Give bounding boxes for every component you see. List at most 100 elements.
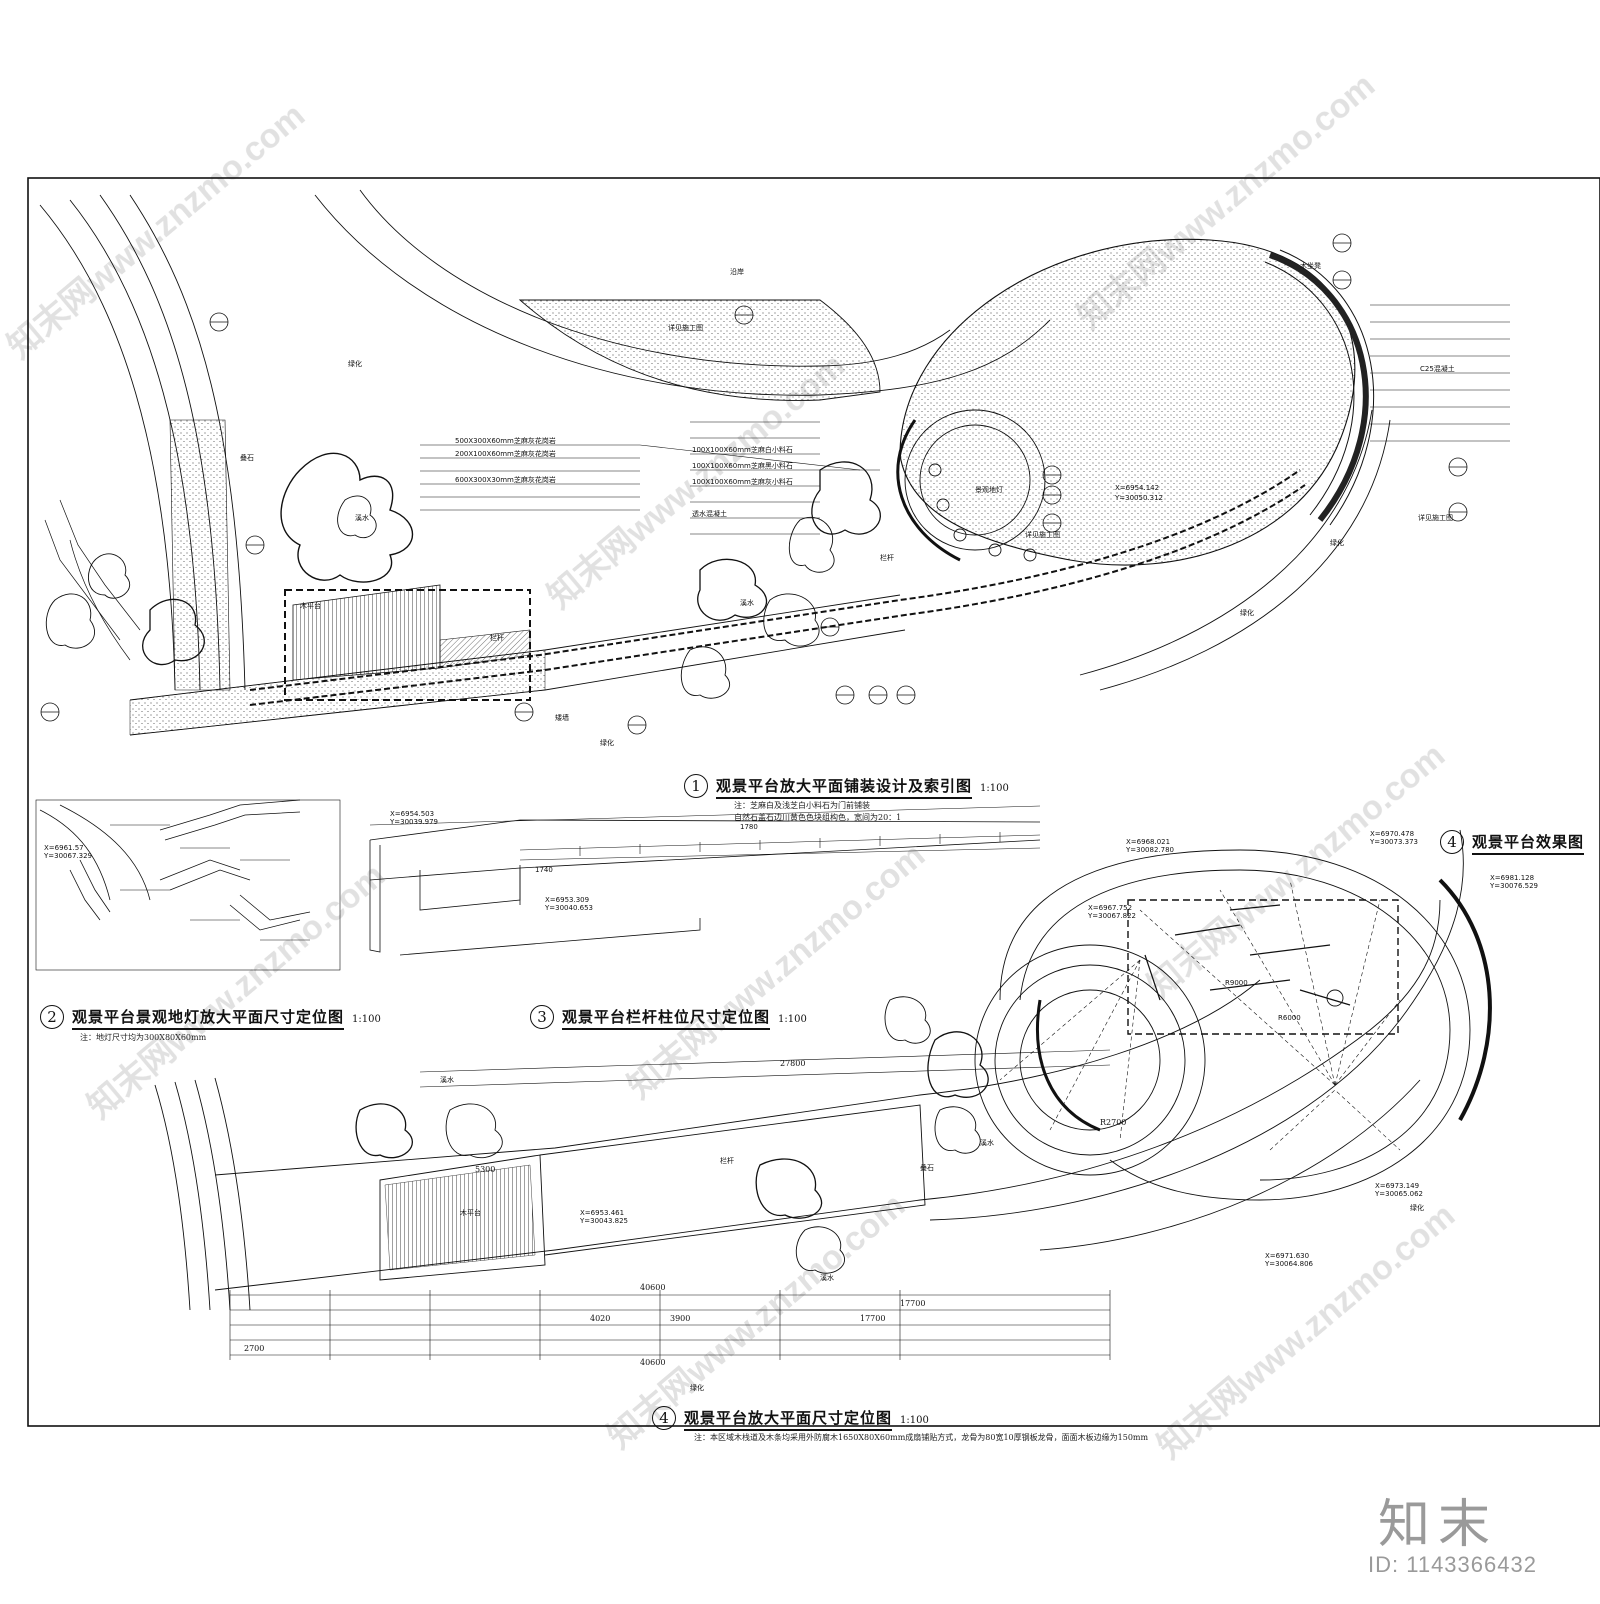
label-paving: 600X300X30mm芝麻灰花岗岩 [455, 475, 556, 484]
label-stream: 溪水 [740, 598, 754, 607]
watermark-text: 知末网www.znzmo.com [81, 856, 392, 1126]
plan-1-paving [39, 189, 1510, 736]
title-number: 4 [1440, 830, 1464, 854]
title-number: 1 [684, 774, 708, 798]
label-seat: 木坐凳 [1300, 261, 1321, 270]
coord-label: X=6968.021 [1126, 838, 1170, 846]
title-text: 观景平台放大平面铺装设计及索引图 [716, 775, 973, 799]
dim-label: 1740 [535, 866, 553, 874]
label-rock: 叠石 [920, 1164, 934, 1172]
dim-label: 27800 [780, 1059, 805, 1068]
coord-label: Y=30065.062 [1374, 1190, 1423, 1198]
coord-label: Y=30076.529 [1489, 882, 1538, 890]
label-paving: C25混凝土 [1420, 364, 1455, 373]
coord-label: X=6961.57 [44, 844, 84, 852]
dim-label: R6000 [1278, 1014, 1301, 1022]
label-paving: 500X300X60mm芝麻灰花岗岩 [455, 436, 556, 445]
dim-label: 1780 [740, 823, 758, 831]
coord-label: Y=30043.825 [579, 1217, 628, 1225]
title-text: 观景平台景观地灯放大平面尺寸定位图 [72, 1006, 345, 1030]
title-scale: 1:100 [900, 1415, 929, 1426]
coord-label: X=6973.149 [1375, 1182, 1419, 1190]
title-scale: 1:100 [980, 783, 1009, 794]
coord-label: X=6967.752 [1088, 904, 1132, 912]
coord-label: X=6954.142 [1115, 484, 1159, 492]
plan-5-dimension [154, 829, 1464, 1360]
dim-label: 3900 [670, 1314, 690, 1323]
label-stream: 溪水 [355, 513, 369, 522]
label-stream: 溪水 [440, 1075, 454, 1084]
label-wall: 矮墙 [555, 713, 569, 722]
brand-logo: 知末 [1378, 1495, 1499, 1555]
note-1: 注：芝麻白及浅芝白小料石为门前铺装 [734, 801, 870, 810]
title-text: 观景平台放大平面尺寸定位图 [684, 1407, 893, 1431]
label-rail: 栏杆 [880, 553, 894, 562]
label-green: 绿化 [1410, 1203, 1424, 1212]
plan-2-coords: X=6961.57 Y=30067.329 [43, 844, 92, 860]
plan-2-lamps [35, 799, 341, 971]
coord-label: Y=30067.329 [43, 852, 92, 860]
title-text: 观景平台效果图 [1472, 831, 1585, 855]
coord-label: Y=30039.979 [389, 818, 438, 826]
label-paving: 100X100X60mm芝麻灰小料石 [692, 477, 793, 486]
dim-label: 5300 [475, 1165, 495, 1174]
dim-label: R9000 [1225, 979, 1248, 987]
plan-3-dims: 1780 1740 X=6954.503 Y=30039.979 X=6953.… [389, 810, 758, 912]
dim-label: 4020 [590, 1314, 610, 1323]
label-green: 绿化 [348, 359, 362, 368]
drawing-title-5: 4 观景平台效果图 [1440, 830, 1585, 855]
label-rail: 栏杆 [720, 1156, 734, 1165]
label-green: 绿化 [600, 738, 614, 747]
coord-label: X=6954.503 [390, 810, 434, 818]
watermark-text: 知末网www.znzmo.com [1, 96, 312, 366]
title-number: 3 [530, 1005, 554, 1029]
title-scale: 1:100 [352, 1014, 381, 1025]
watermark-text: 知末网www.znzmo.com [621, 836, 932, 1106]
label-rail: 栏杆 [490, 633, 504, 642]
label-index: 详见施工图 [1025, 530, 1060, 539]
note-3: 注：地灯尺寸均为300X80X60mm [80, 1033, 207, 1042]
plan-1-labels: 沿岸 绿化 绿化 绿化 绿化 溪水 溪水 栏杆 栏杆 木平台 叠石 矮墙 木坐凳… [240, 261, 1455, 747]
coord-label: Y=30082.780 [1125, 846, 1174, 854]
label-wood-deck: 木平台 [300, 601, 321, 610]
dim-label: 17700 [860, 1314, 885, 1323]
coord-label: X=6953.309 [545, 896, 589, 904]
label-lamp: 景观地灯 [975, 485, 1003, 494]
sheet-frame [27, 177, 1600, 1427]
drawing-title-3: 3 观景平台栏杆柱位尺寸定位图 1:100 [530, 1005, 807, 1030]
plan-4-coords: X=6968.021 Y=30082.780 X=6970.478 Y=3007… [1087, 830, 1538, 1022]
drawing-title-2: 2 观景平台景观地灯放大平面尺寸定位图 1:100 [40, 1005, 381, 1030]
title-text: 观景平台栏杆柱位尺寸定位图 [562, 1006, 771, 1030]
coord-label: Y=30040.653 [544, 904, 593, 912]
plan-4-effect [999, 849, 1492, 1201]
dim-label: 40600 [640, 1283, 665, 1292]
label-paving: 200X100X60mm芝麻灰花岗岩 [455, 449, 556, 458]
note-4: 注：本区域木栈道及木条均采用外防腐木1650X80X60mm成扇铺贴方式，龙骨为… [694, 1433, 1149, 1442]
label-paving: 透水混凝土 [692, 509, 727, 518]
dim-label: 17700 [900, 1299, 925, 1308]
coord-label: X=6981.128 [1490, 874, 1534, 882]
dim-label: R2700 [1100, 1118, 1126, 1127]
coord-label: Y=30050.312 [1114, 494, 1163, 502]
label-wood-deck: 木平台 [460, 1208, 481, 1217]
coord-label: Y=30067.822 [1087, 912, 1136, 920]
label-stream: 溪水 [820, 1273, 834, 1282]
plan-3-railing [369, 805, 1041, 956]
coord-label: Y=30064.806 [1264, 1260, 1314, 1268]
drawing-title-4: 4 观景平台放大平面尺寸定位图 1:100 [652, 1406, 929, 1431]
coord-label: X=6953.461 [580, 1209, 624, 1217]
dim-label: 40600 [640, 1358, 665, 1367]
plan-5-labels: 40600 40600 17700 27800 17700 5300 3900 … [244, 1059, 1424, 1392]
label-green: 绿化 [690, 1383, 704, 1392]
drawing-title-1: 1 观景平台放大平面铺装设计及索引图 1:100 [684, 774, 1009, 799]
note-2: 自然石盖石边川黄色色块组构色，宽间为20：1 [734, 813, 902, 822]
watermark-text: 知末网www.znzmo.com [1141, 736, 1452, 1006]
label-green: 绿化 [1330, 538, 1344, 547]
title-scale: 1:100 [778, 1014, 807, 1025]
label-paving: 100X100X60mm芝麻黑小料石 [692, 461, 793, 470]
title-number: 4 [652, 1406, 676, 1430]
label-green: 绿化 [1240, 608, 1254, 617]
label-index: 详见施工图 [1418, 513, 1453, 522]
